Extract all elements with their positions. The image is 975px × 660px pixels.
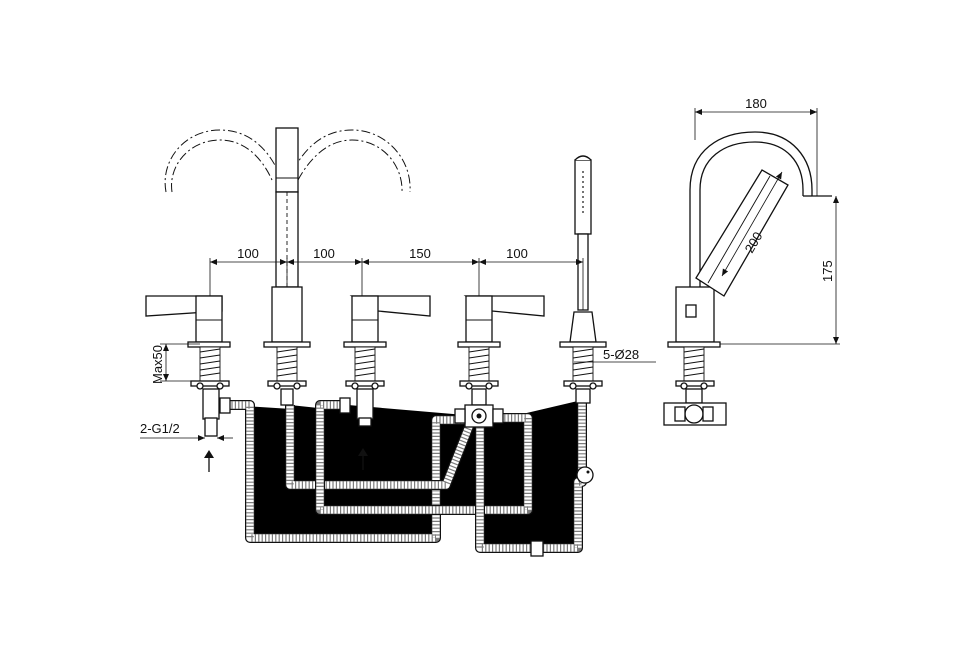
side-width-dimension [694, 108, 818, 196]
dim-max-height: Max50 [150, 345, 165, 384]
left-handle-valve [145, 295, 231, 437]
arrow-up-icon [204, 450, 214, 472]
dim-inlet: 2-G1/2 [140, 421, 180, 436]
diverter-handle-valve [454, 295, 545, 428]
hose-connector [530, 540, 544, 557]
arrow-up-icon [358, 448, 368, 470]
second-handle-valve [339, 295, 431, 427]
hand-shower-length-dimension [721, 171, 783, 277]
max-height-dimension [160, 343, 200, 382]
dim-spacing-4: 100 [506, 246, 528, 261]
dim-side-width: 180 [745, 96, 767, 111]
dim-hole-diameter: 5-Ø28 [603, 347, 639, 362]
dim-side-height: 175 [820, 260, 835, 282]
hose-weight-ball [576, 466, 594, 484]
spacing-dimensions [209, 258, 584, 310]
side-view [663, 131, 832, 426]
dim-spacing-3: 150 [409, 246, 431, 261]
dim-spacing-1: 100 [237, 246, 259, 261]
dim-spacing-2: 100 [313, 246, 335, 261]
side-height-dimension [720, 196, 840, 345]
